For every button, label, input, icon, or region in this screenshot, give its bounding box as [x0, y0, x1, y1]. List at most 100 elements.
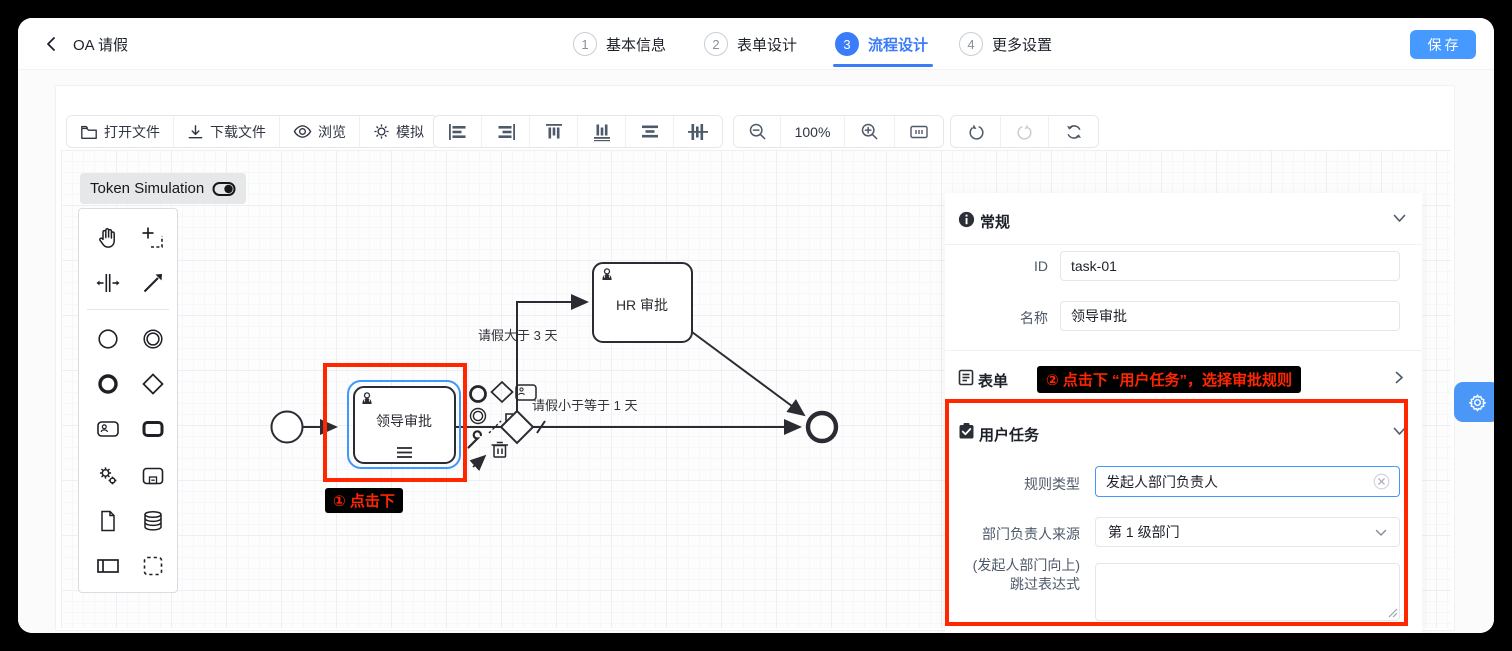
step-basic-info[interactable]: 1 基本信息 [573, 32, 666, 56]
flow-label-top[interactable]: 请假大于 3 天 [478, 328, 557, 343]
align-bottom-icon [593, 124, 610, 141]
name-input[interactable] [1060, 301, 1400, 331]
call-activity-icon [142, 421, 164, 437]
step-number: 2 [704, 32, 728, 56]
align-center-horizontal-icon [641, 125, 658, 137]
step-process-design[interactable]: 3 流程设计 [835, 32, 928, 56]
redo-button[interactable] [1001, 116, 1049, 147]
create-user-task[interactable] [95, 416, 121, 442]
info-icon [958, 211, 975, 228]
delete-icon[interactable] [491, 441, 509, 458]
bpmn-palette [78, 208, 178, 593]
preview-button[interactable]: 浏览 [280, 116, 360, 147]
skip-expression-textarea[interactable] [1095, 563, 1400, 621]
reset-icon [1066, 124, 1081, 139]
name-label: 名称 [1020, 310, 1048, 326]
toolbar-history-group [950, 115, 1099, 148]
exclusive-gateway[interactable] [499, 409, 535, 445]
editor-body: 领导审批 [18, 70, 1494, 633]
resize-handle-icon[interactable] [1388, 608, 1398, 618]
lasso-icon [142, 227, 163, 248]
leader-source-select[interactable]: 第 1 级部门 [1095, 517, 1400, 547]
zoom-level-display[interactable]: 100% [781, 116, 845, 147]
step-form-design[interactable]: 2 表单设计 [704, 32, 797, 56]
align-top-button[interactable] [530, 116, 578, 147]
append-intermediate-event-icon[interactable] [469, 407, 487, 425]
zoom-in-icon [861, 123, 878, 140]
undo-icon [968, 123, 984, 140]
annotation-step1: ① 点击下 [325, 488, 403, 513]
create-subprocess[interactable] [140, 463, 166, 489]
step-more-settings[interactable]: 4 更多设置 [959, 32, 1052, 56]
back-button[interactable] [44, 36, 58, 52]
chevron-down-icon [1375, 529, 1387, 536]
create-group[interactable] [140, 553, 166, 579]
append-end-event-icon[interactable] [469, 385, 487, 403]
token-simulation-label: Token Simulation [90, 180, 205, 197]
rule-type-input[interactable] [1095, 466, 1400, 497]
step-label: 流程设计 [868, 36, 929, 54]
data-store-icon [144, 510, 162, 531]
chevron-down-icon[interactable] [1393, 427, 1406, 436]
create-data-object[interactable] [95, 508, 121, 534]
task-hr-approve[interactable]: HR 审批 [592, 262, 693, 343]
append-task-icon[interactable] [515, 384, 537, 401]
selection-outline [347, 380, 461, 469]
zoom-out-button[interactable] [734, 116, 781, 147]
create-start-event[interactable] [95, 326, 121, 352]
create-participant[interactable] [95, 553, 121, 579]
zoom-in-button[interactable] [845, 116, 895, 147]
chevron-down-icon[interactable] [1393, 214, 1406, 223]
start-event[interactable] [270, 410, 304, 444]
end-event-icon [98, 374, 118, 394]
align-top-icon [545, 123, 562, 138]
page-title: OA 请假 [73, 36, 129, 54]
fit-viewport-button[interactable] [895, 116, 943, 147]
align-right-button[interactable] [482, 116, 530, 147]
id-label: ID [1034, 258, 1048, 274]
align-center-vertical-button[interactable] [674, 116, 722, 147]
divider [945, 244, 1422, 245]
chevron-right-icon[interactable] [1395, 371, 1404, 384]
simulate-button[interactable]: 模拟 [360, 116, 437, 147]
align-center-horizontal-button[interactable] [626, 116, 674, 147]
save-button[interactable]: 保存 [1410, 30, 1476, 59]
align-right-icon [498, 123, 515, 140]
create-call-activity[interactable] [140, 416, 166, 442]
download-file-button[interactable]: 下载文件 [174, 116, 280, 147]
create-end-event[interactable] [95, 371, 121, 397]
reset-button[interactable] [1049, 116, 1098, 147]
flow-gateway-to-hr[interactable] [516, 294, 589, 411]
token-simulation-toggle[interactable]: Token Simulation [80, 173, 247, 204]
align-left-button[interactable] [434, 116, 482, 147]
create-gateway[interactable] [140, 371, 166, 397]
settings-fab-button[interactable] [1454, 382, 1494, 422]
lasso-tool[interactable] [140, 225, 166, 251]
top-header: OA 请假 1 基本信息 2 表单设计 3 流程设计 4 更多设置 保存 [18, 18, 1494, 70]
task-leader-approve[interactable]: 领导审批 [347, 380, 461, 469]
end-event[interactable] [805, 410, 839, 444]
open-file-button[interactable]: 打开文件 [67, 116, 174, 147]
hand-icon [99, 228, 115, 248]
space-tool[interactable] [95, 270, 121, 296]
align-bottom-button[interactable] [578, 116, 626, 147]
flow-hr-to-end[interactable] [691, 331, 806, 417]
divider [945, 350, 1422, 351]
create-intermediate-event[interactable] [140, 326, 166, 352]
create-service-task[interactable] [95, 463, 121, 489]
clear-icon[interactable] [1373, 473, 1390, 490]
undo-button[interactable] [951, 116, 1001, 147]
download-icon [188, 124, 203, 138]
id-input[interactable] [1060, 251, 1400, 281]
create-data-store[interactable] [140, 508, 166, 534]
global-connect-tool[interactable] [140, 270, 166, 296]
hand-tool[interactable] [95, 225, 121, 251]
sequence-flows[interactable] [303, 294, 806, 435]
append-gateway-icon[interactable] [490, 380, 514, 404]
align-left-icon [448, 123, 465, 140]
annotation-rect-1 [323, 363, 467, 482]
wrench-icon[interactable] [467, 430, 482, 449]
flow-label-bottom[interactable]: 请假小于等于 1 天 [532, 398, 637, 413]
active-step-underline [833, 64, 933, 67]
connect-arrow-icon[interactable] [469, 454, 487, 472]
